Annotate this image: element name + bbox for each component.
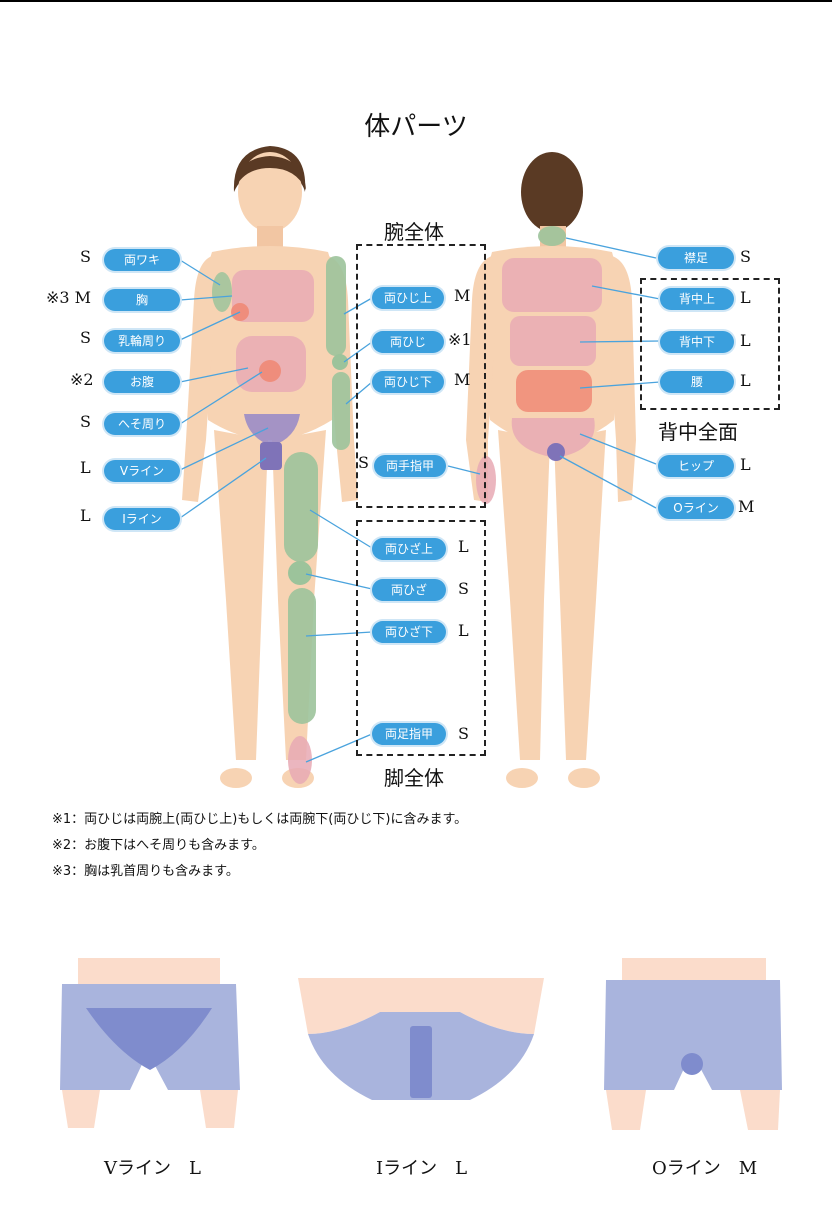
size-upper-arm: M <box>454 286 471 305</box>
size-lower-back: L <box>740 331 751 350</box>
leg-group-box <box>356 520 486 756</box>
label-upper-arm: 両ひじ上 <box>372 287 444 309</box>
zone-chest <box>232 270 314 322</box>
zone-upper-arm <box>326 256 346 356</box>
zone-forearm <box>332 372 350 450</box>
note-1: ※1：両ひじは両腕上(両ひじ上)もしくは両腕下(両ひじ下)に含みます。 <box>52 812 468 827</box>
back-head <box>521 152 583 232</box>
label-waist: 腰 <box>660 371 734 393</box>
front-head <box>238 152 302 232</box>
size-navel: S <box>80 412 91 431</box>
zone-thigh <box>284 452 318 562</box>
size-thigh: L <box>458 537 469 556</box>
top-border <box>0 0 832 2</box>
size-hip: L <box>740 455 751 474</box>
label-hand: 両手指甲 <box>374 455 446 477</box>
label-belly: お腹 <box>104 371 180 393</box>
label-vline: Vライン <box>104 460 180 482</box>
zone-knee <box>288 561 312 585</box>
front-left-leg <box>214 430 268 760</box>
size-belly: ※2 <box>70 370 94 389</box>
size-foot: S <box>458 724 469 743</box>
label-upper-back: 背中上 <box>660 288 734 310</box>
label-iline: Iライン <box>104 508 180 530</box>
group-leg-title: 脚全体 <box>384 766 444 790</box>
size-chest: ※3 M <box>46 288 92 307</box>
zone-vline <box>244 414 300 446</box>
back-group-box <box>640 278 780 410</box>
zone-waist <box>516 370 592 412</box>
front-left-arm <box>182 256 214 502</box>
zone-oline <box>547 443 565 461</box>
zone-foot <box>288 736 312 784</box>
oline-panel <box>604 958 782 1130</box>
group-arm-title: 腕全体 <box>384 220 444 244</box>
size-shin: L <box>458 621 469 640</box>
size-nipple: S <box>80 328 91 347</box>
size-forearm: M <box>454 370 471 389</box>
caption-iline: Iライン L <box>376 1158 468 1179</box>
back-figure <box>466 152 636 788</box>
label-shin: 両ひざ下 <box>372 621 446 643</box>
zone-elbow <box>332 354 348 370</box>
label-foot: 両足指甲 <box>372 723 446 745</box>
label-navel: へそ周り <box>104 413 180 435</box>
zone-back-hand <box>476 456 496 504</box>
size-upper-back: L <box>740 288 751 307</box>
group-back-title: 背中全面 <box>658 420 738 444</box>
note-3: ※3：胸は乳首周りも含みます。 <box>52 864 239 879</box>
size-knee: S <box>458 579 469 598</box>
leader-lines <box>179 237 661 763</box>
label-forearm: 両ひじ下 <box>372 371 444 393</box>
zone-hip <box>511 418 595 458</box>
size-hand: S <box>358 453 369 472</box>
zone-iline <box>260 442 282 470</box>
note-2: ※2：お腹下はへそ周りも含みます。 <box>52 838 265 853</box>
vline-panel <box>60 958 240 1128</box>
label-hip: ヒップ <box>658 455 734 477</box>
size-oline: M <box>738 497 755 516</box>
label-nipple: 乳輪周り <box>104 330 180 352</box>
zone-nape <box>538 226 566 246</box>
iline-panel <box>298 978 544 1100</box>
caption-oline: Oライン M <box>652 1158 758 1179</box>
label-armpit: 両ワキ <box>104 249 180 271</box>
front-figure <box>182 146 358 788</box>
label-knee: 両ひざ <box>372 579 446 601</box>
zone-navel <box>259 360 281 382</box>
size-elbow: ※1 <box>448 330 472 349</box>
size-armpit: S <box>80 247 91 266</box>
label-elbow: 両ひじ <box>372 331 444 353</box>
label-chest: 胸 <box>104 289 180 311</box>
size-waist: L <box>740 371 751 390</box>
page-title: 体パーツ <box>364 112 468 142</box>
label-oline: Oライン <box>658 497 734 519</box>
label-nape: 襟足 <box>658 247 734 269</box>
size-nape: S <box>740 247 751 266</box>
zone-upper-back <box>502 258 602 312</box>
zone-armpit <box>212 272 232 312</box>
label-thigh: 両ひざ上 <box>372 538 446 560</box>
zone-shin <box>288 588 316 724</box>
caption-vline: Vライン L <box>104 1158 201 1179</box>
size-iline: L <box>80 506 91 525</box>
label-lower-back: 背中下 <box>660 331 734 353</box>
zone-lower-back <box>510 316 596 366</box>
arm-group-box <box>356 244 486 508</box>
size-vline: L <box>80 458 91 477</box>
